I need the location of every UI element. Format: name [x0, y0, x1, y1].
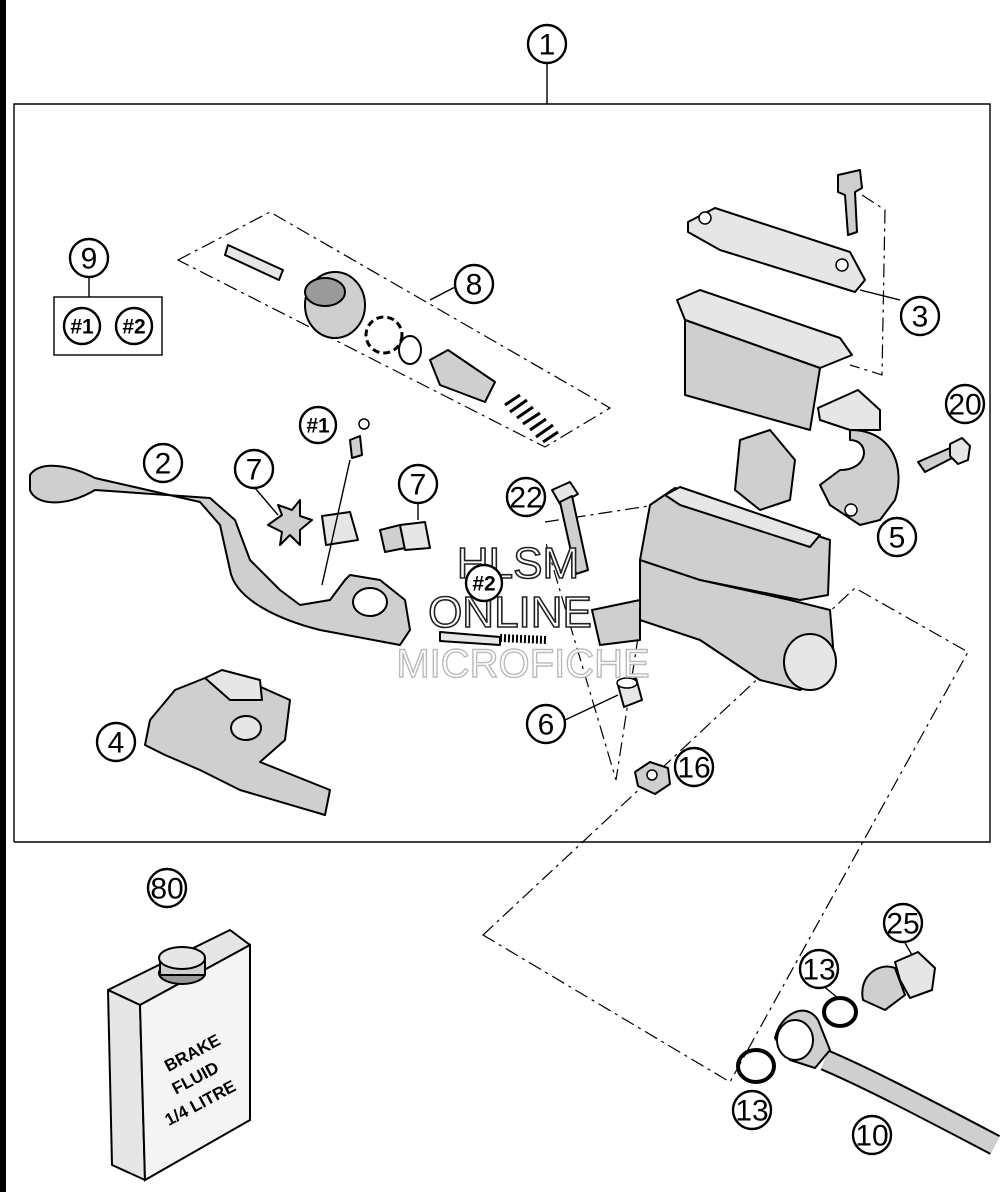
hand-lever-part [29, 464, 411, 646]
callout-13a: 13 [731, 1089, 773, 1131]
leader-3 [859, 289, 901, 301]
adjuster-sleeve-part [321, 511, 431, 553]
callout-16: 16 [673, 746, 715, 788]
svg-text:9: 9 [81, 243, 98, 276]
dash-cover [849, 194, 886, 376]
assembly-frame [13, 103, 991, 843]
callout-kit-2: #2 [114, 306, 154, 346]
leader-7a [254, 487, 279, 516]
diaphragm-part [676, 289, 853, 431]
svg-text:1: 1 [539, 29, 556, 62]
callout-6: 6 [525, 703, 567, 745]
svg-text:10: 10 [855, 1120, 888, 1153]
svg-text:13: 13 [802, 954, 835, 987]
leader-6 [564, 694, 619, 721]
svg-text:4: 4 [108, 727, 125, 760]
watermark-line3: MICROFICHE [396, 642, 649, 686]
kit-9-box [53, 296, 163, 356]
bushing-part [616, 677, 643, 708]
watermark-line2: ONLINE [428, 588, 592, 637]
callout-1: 1 [526, 23, 568, 65]
callout-8: 8 [453, 263, 495, 305]
watermark-line1: HLSM [457, 539, 579, 588]
svg-text:2: 2 [155, 448, 172, 481]
pivot-bolt-part [551, 481, 589, 575]
adjuster-knob-part [267, 499, 313, 546]
piston-kit-parts [224, 244, 559, 444]
brake-fluid-can [107, 929, 251, 1182]
svg-text:13: 13 [735, 1095, 768, 1128]
callout-25: 25 [882, 902, 924, 944]
lock-nut-part [634, 761, 671, 795]
callout-kit-1: #1 [62, 306, 102, 346]
callout-22: 22 [505, 476, 547, 518]
svg-text:20: 20 [948, 389, 981, 422]
callout-5: 5 [876, 516, 918, 558]
callout-3: 3 [899, 295, 941, 337]
callout-lever-ref-1: #1 [298, 405, 338, 445]
pin-part [321, 418, 370, 586]
svg-text:3: 3 [912, 301, 929, 334]
spring-pin-part [439, 631, 548, 646]
callout-2: 2 [142, 442, 184, 484]
clamp-bolt-part [917, 437, 971, 473]
washer-13b-part [822, 996, 858, 1028]
leader-8 [429, 285, 458, 301]
callout-10: 10 [851, 1114, 893, 1156]
callout-80: 80 [146, 867, 188, 909]
svg-text:#1: #1 [306, 415, 330, 438]
svg-text:25: 25 [886, 908, 919, 941]
callout-13b: 13 [798, 948, 840, 990]
svg-text:5: 5 [889, 522, 906, 555]
callout-7b: 7 [397, 463, 439, 505]
callout-9: 9 [68, 237, 110, 279]
master-cylinder-body [591, 429, 837, 691]
svg-text:80: 80 [150, 873, 183, 906]
hose-part [774, 1009, 1000, 1155]
svg-text:22: 22 [509, 482, 542, 515]
left-edge-bar [0, 0, 6, 1192]
washer-13a-part [736, 1048, 776, 1084]
reservoir-cover-part [687, 169, 866, 293]
svg-text:8: 8 [466, 269, 483, 302]
svg-text:7: 7 [410, 469, 427, 502]
callout-7a: 7 [233, 448, 275, 490]
svg-text:#2: #2 [122, 316, 145, 339]
callout-lever-ref-2: #2 [464, 563, 504, 603]
lever-guard-part [144, 669, 331, 816]
callout-4: 4 [95, 721, 137, 763]
leader-25 [904, 942, 913, 956]
banjo-bolt-part [861, 951, 936, 1011]
svg-text:#2: #2 [472, 573, 495, 596]
dash-kit-8 [176, 211, 612, 448]
handlebar-clamp-part [817, 389, 900, 526]
dash-hose-area [482, 587, 969, 1083]
svg-text:6: 6 [538, 709, 555, 742]
svg-text:7: 7 [246, 454, 263, 487]
callout-20: 20 [944, 383, 986, 425]
svg-text:16: 16 [677, 752, 710, 785]
svg-text:#1: #1 [70, 316, 94, 339]
